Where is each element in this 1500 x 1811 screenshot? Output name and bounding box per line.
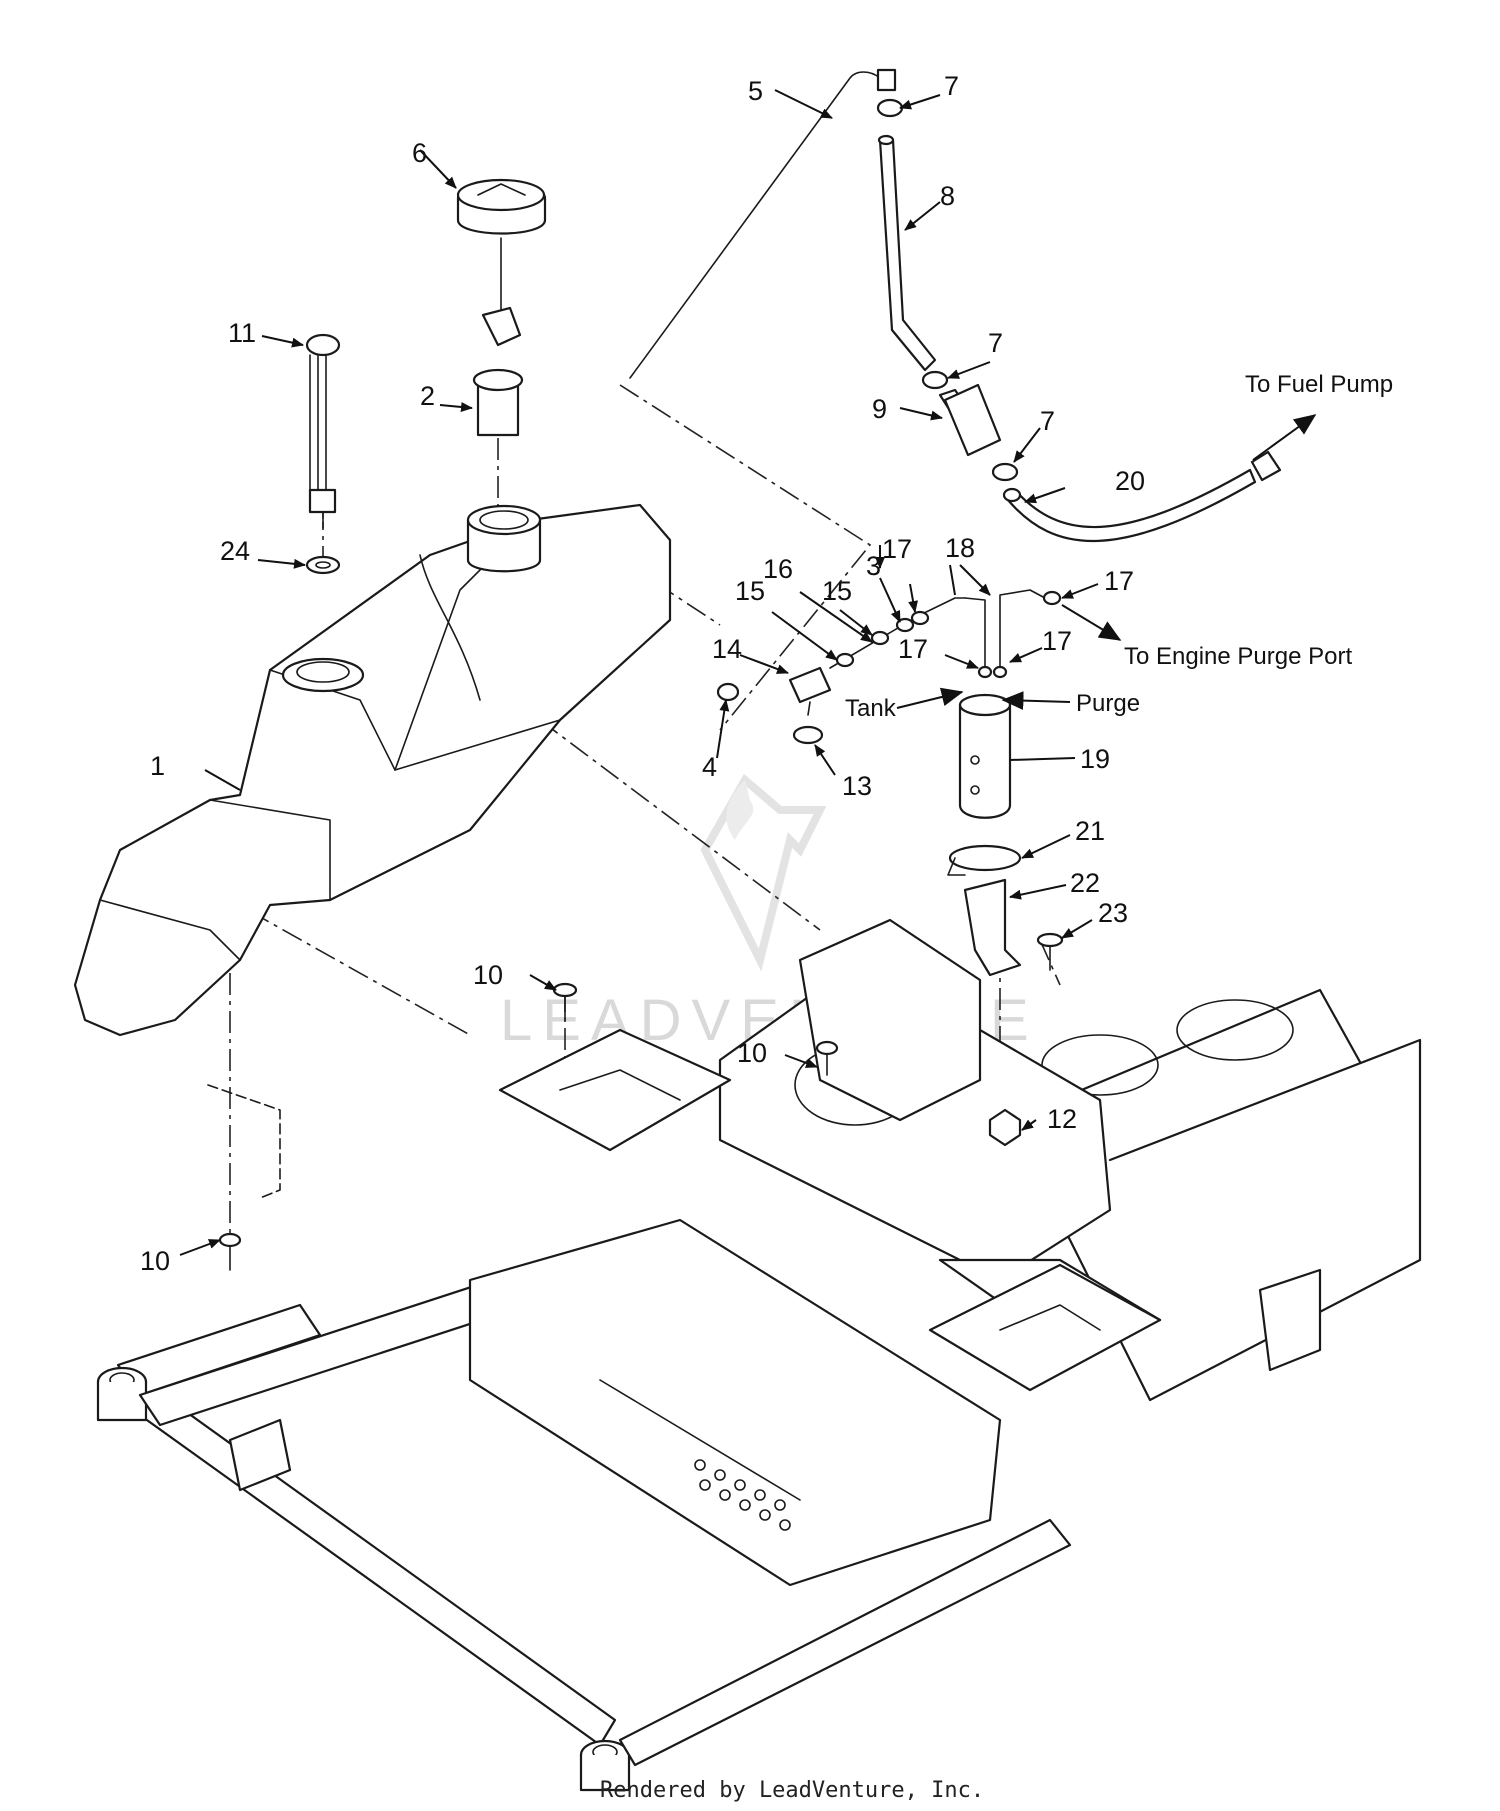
bushing-4 — [716, 682, 740, 702]
callout-14: 14 — [712, 634, 742, 664]
inline-fuel-filter — [938, 383, 1002, 457]
callout-3: 3 — [866, 551, 881, 581]
callout-5: 5 — [748, 76, 763, 106]
callout-20: 20 — [1115, 466, 1145, 496]
callout-22: 22 — [1070, 868, 1100, 898]
canister-clamp — [947, 844, 1022, 876]
flange-nut — [988, 1108, 1022, 1147]
callout-10-lower: 10 — [140, 1246, 170, 1276]
grommet — [305, 555, 341, 575]
to-fuel-pump-label: To Fuel Pump — [1245, 371, 1393, 398]
canister-bracket — [963, 878, 1022, 977]
fuel-hose-upper — [877, 134, 937, 372]
callout-12: 12 — [1047, 1104, 1077, 1134]
callout-labels: 1 2 3 4 5 6 7 7 7 8 9 10 10 10 11 12 13 … — [140, 71, 1145, 1276]
callout-16: 16 — [763, 554, 793, 584]
callout-18: 18 — [945, 533, 975, 563]
grommet-13 — [792, 725, 824, 745]
fuel-hose-to-pump — [1002, 450, 1282, 542]
callout-8: 8 — [940, 181, 955, 211]
callout-17-right: 17 — [1104, 566, 1134, 596]
callout-9: 9 — [872, 394, 887, 424]
leader-lines — [179, 89, 1317, 1256]
fuel-gauge-sender — [305, 333, 341, 531]
callout-6: 6 — [412, 138, 427, 168]
carriage-screw — [1036, 932, 1064, 971]
callout-4: 4 — [702, 752, 717, 782]
callout-15-left: 15 — [735, 576, 765, 606]
callout-7-lower: 7 — [1040, 406, 1055, 436]
callout-17-canister-right: 17 — [1042, 626, 1072, 656]
fuel-strainer — [472, 368, 524, 437]
callout-11: 11 — [228, 318, 256, 348]
callout-10-rear: 10 — [737, 1038, 767, 1068]
tank-port-label: Tank — [845, 695, 897, 722]
callout-7-top: 7 — [944, 71, 959, 101]
to-engine-purge-port-label: To Engine Purge Port — [1124, 643, 1352, 670]
callout-1: 1 — [150, 751, 165, 781]
fuel-tank — [73, 503, 672, 1037]
callout-17-canister-left: 17 — [898, 634, 928, 664]
callout-21: 21 — [1075, 816, 1105, 846]
render-credit: Rendered by LeadVenture, Inc. — [600, 1778, 984, 1803]
callout-24: 24 — [220, 536, 250, 566]
mower-frame — [96, 918, 1422, 1792]
callout-15-right: 15 — [822, 576, 852, 606]
vent-tube — [629, 68, 897, 379]
plate-holes — [694, 1459, 791, 1531]
evap-canister — [958, 693, 1012, 819]
purge-port-label: Purge — [1076, 690, 1140, 717]
callout-13: 13 — [842, 771, 872, 801]
callout-19: 19 — [1080, 744, 1110, 774]
callout-17-top: 17 — [882, 534, 912, 564]
callout-10-seat-bracket: 10 — [473, 960, 503, 990]
annotations: To Fuel Pump To Engine Purge Port Tank P… — [845, 371, 1393, 722]
callout-23: 23 — [1098, 898, 1128, 928]
callout-7-middle: 7 — [988, 328, 1003, 358]
rollover-valve — [788, 666, 832, 716]
fuel-cap — [456, 178, 547, 347]
fuel-line-fittings — [829, 589, 1062, 679]
callout-2: 2 — [420, 381, 435, 411]
